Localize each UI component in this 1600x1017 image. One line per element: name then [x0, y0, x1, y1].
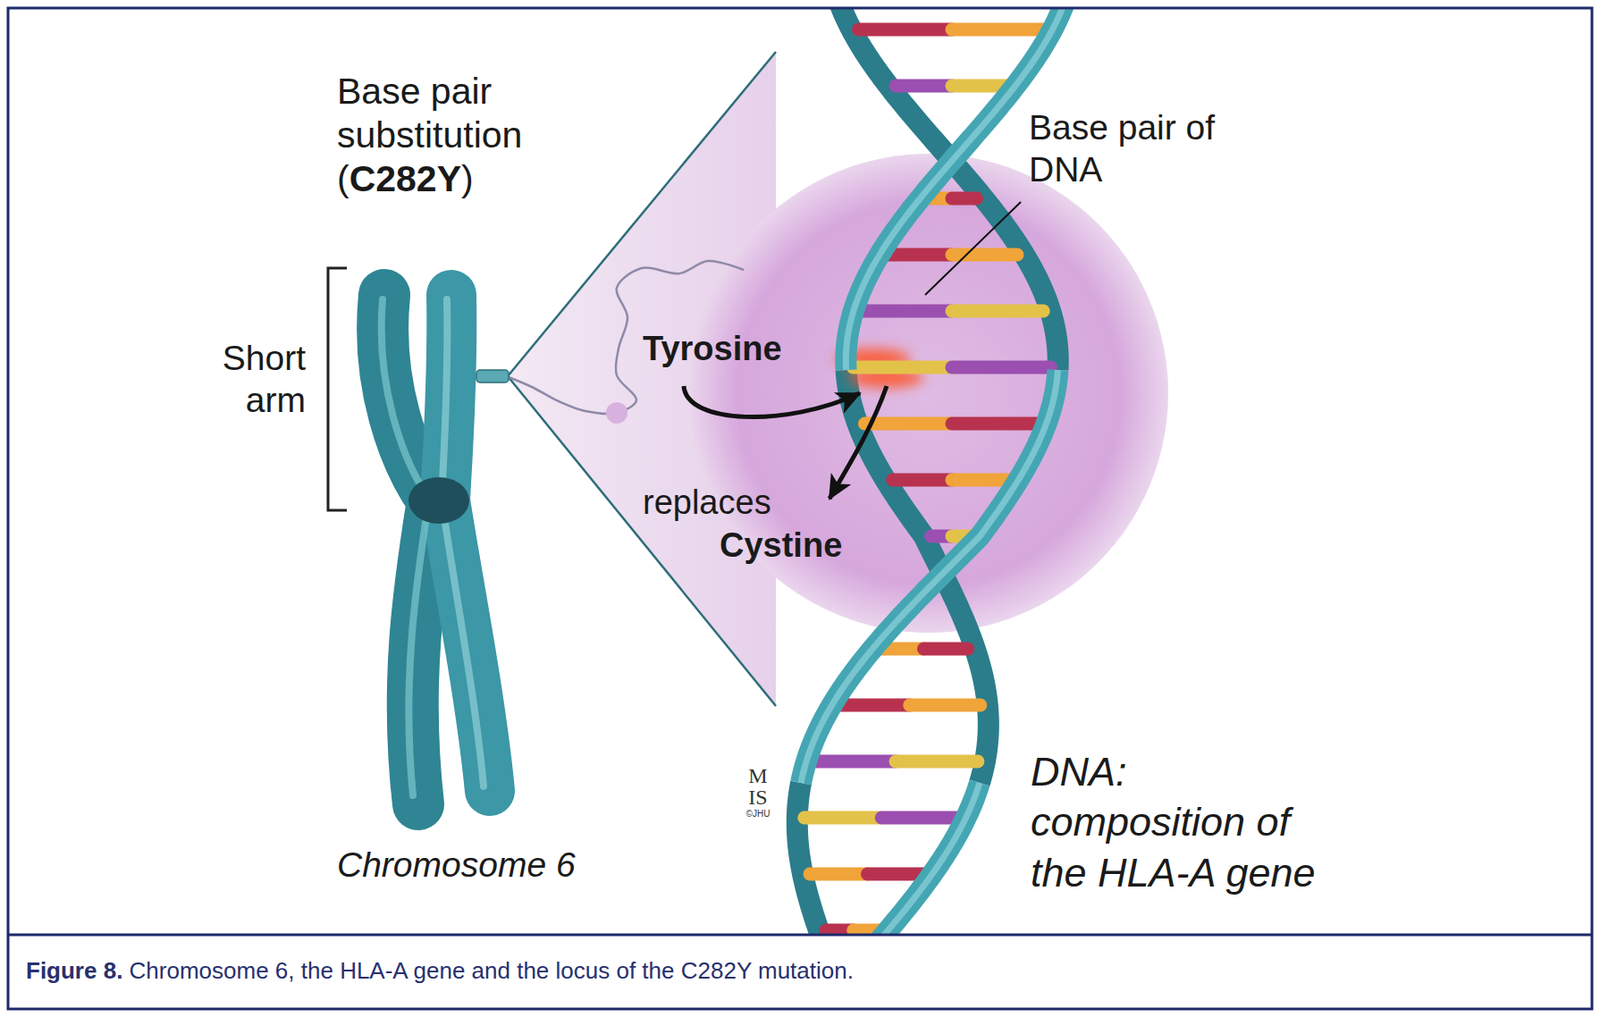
helix-strand [800, 370, 1058, 784]
helix-strand [845, 8, 1073, 371]
centromere [408, 477, 470, 524]
base-pair-half [809, 867, 868, 882]
text-run: Chromosome 6, the HLA-A gene and the loc… [122, 957, 854, 985]
figure-label: Chromosome 6 [336, 844, 576, 887]
amino-acid-label: Tyrosine [642, 328, 783, 371]
annotation: replaces [642, 482, 772, 524]
base-pair-half [852, 361, 952, 375]
amino-acid-label: Cystine [719, 525, 843, 567]
base-pair-half [895, 755, 978, 769]
base-pair-half [813, 755, 896, 769]
base-pair-half [951, 417, 1040, 431]
figure-frame [8, 8, 1592, 1010]
bold-run: Figure 8. [25, 957, 123, 985]
base-pair-half [860, 304, 952, 319]
title-callout: Base pair substitution (C282Y) [336, 69, 606, 203]
chromatid-highlight [381, 299, 430, 796]
helix-shine [865, 783, 980, 935]
watermark: ©JHU [731, 809, 785, 819]
callout-label: Base pair of DNA [1028, 107, 1244, 192]
substitution-arrow [683, 386, 860, 418]
base-pair-half [951, 23, 1045, 37]
base-pair-half [864, 417, 952, 431]
helix-front-strands [800, 8, 1073, 935]
helix-strand [865, 783, 980, 935]
caption-rule [8, 934, 1592, 937]
base-pair-half [951, 361, 1052, 375]
thread-dot [606, 402, 628, 424]
dna-helix [797, 8, 1073, 935]
helix-back-strands [797, 8, 1059, 935]
helix-shine [800, 370, 1058, 784]
base-pair-half [951, 192, 977, 206]
watermark: M [740, 765, 776, 787]
leader-line [925, 202, 1021, 295]
figure-caption: Figure 8. Chromosome 6, the HLA-A gene a… [25, 957, 854, 986]
helix-strand [797, 783, 829, 935]
chromosome-stalk [476, 370, 509, 383]
replacement-arrow [829, 386, 887, 499]
base-pair-half [924, 642, 969, 657]
helix-shine [845, 8, 1073, 371]
base-pair-half [804, 811, 882, 826]
region-label: Short arm [162, 337, 306, 422]
base-pair-half [839, 698, 910, 713]
base-pair-half [858, 23, 952, 37]
chromosome-6 [381, 294, 509, 805]
figure-label: DNA: composition of the HLA-A gene [1030, 747, 1344, 899]
base-pair-half [886, 248, 952, 262]
text-run: ) [461, 158, 474, 200]
base-pair-half [892, 473, 952, 488]
base-pair-half [951, 304, 1044, 319]
watermark: IS [740, 786, 776, 809]
base-pair-half [895, 79, 952, 93]
base-pair-half [951, 473, 1011, 488]
short-arm-bracket [328, 268, 347, 511]
base-pair-half [881, 811, 959, 826]
base-pair-half [909, 698, 981, 713]
bold-run: C282Y [349, 158, 462, 200]
